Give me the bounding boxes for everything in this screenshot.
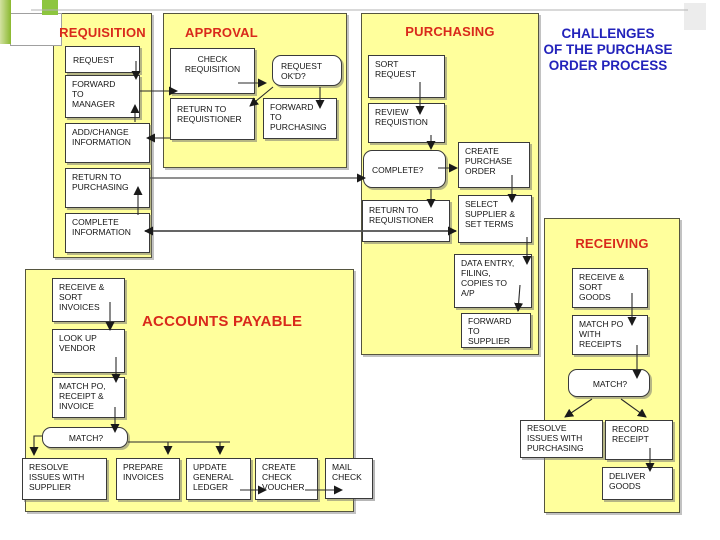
node-look-up-vendor: LOOK UP VENDOR <box>52 329 125 373</box>
slide-title-line2: OF THE PURCHASE <box>543 42 673 57</box>
gray-block-decoration <box>684 3 706 30</box>
white-square-decoration <box>10 13 62 46</box>
node-receive-sort-goods: RECEIVE & SORT GOODS <box>572 268 648 308</box>
node-request: REQUEST <box>65 46 140 73</box>
node-prepare-invoices: PREPARE INVOICES <box>116 458 180 500</box>
node-resolve-issues-with-supplier: RESOLVE ISSUES WITH SUPPLIER <box>22 458 107 500</box>
node-return-to-requistioner-approval: RETURN TO REQUISTIONER <box>170 98 255 140</box>
green-bar-decoration <box>0 0 11 44</box>
node-add-change-information: ADD/CHANGE INFORMATION <box>65 123 150 163</box>
node-data-entry-filing: DATA ENTRY, FILING, COPIES TO A/P <box>454 254 532 308</box>
node-match-decision-receiving: MATCH? <box>568 369 650 397</box>
node-receive-sort-invoices: RECEIVE & SORT INVOICES <box>52 278 125 322</box>
slide-title-line3: ORDER PROCESS <box>548 58 668 73</box>
section-title-accounts-payable: ACCOUNTS PAYABLE <box>142 313 303 330</box>
node-review-requistion: REVIEW REQUISTION <box>368 103 445 143</box>
node-update-general-ledger: UPDATE GENERAL LEDGER <box>186 458 251 500</box>
node-create-purchase-order: CREATE PURCHASE ORDER <box>458 142 530 188</box>
node-match-po-receipt-invoice: MATCH PO, RECEIPT & INVOICE <box>52 377 125 418</box>
node-complete-information: COMPLETE INFORMATION <box>65 213 150 253</box>
slide-title: CHALLENGES OF THE PURCHASE ORDER PROCESS <box>537 26 679 74</box>
section-receiving <box>544 218 680 513</box>
node-check-requisition: CHECK REQUISITION <box>170 48 255 94</box>
node-match-decision-ap: MATCH? <box>42 427 128 448</box>
node-select-supplier-set-terms: SELECT SUPPLIER & SET TERMS <box>458 195 532 243</box>
section-title-approval: APPROVAL <box>185 25 258 40</box>
node-match-po-with-receipts: MATCH PO WITH RECEIPTS <box>572 315 648 355</box>
section-title-purchasing: PURCHASING <box>405 24 495 39</box>
node-deliver-goods: DELIVER GOODS <box>602 467 673 500</box>
green-square-decoration <box>42 0 58 15</box>
node-forward-to-supplier: FORWARD TO SUPPLIER <box>461 313 531 348</box>
section-title-receiving: RECEIVING <box>575 236 649 251</box>
node-return-to-requistioner-purchasing: RETURN TO REQUISTIONER <box>362 200 450 242</box>
node-mail-check: MAIL CHECK <box>325 458 373 499</box>
slide-title-line1: CHALLENGES <box>561 26 655 41</box>
node-return-to-purchasing: RETURN TO PURCHASING <box>65 168 150 208</box>
node-forward-to-manager: FORWARD TO MANAGER <box>65 75 140 118</box>
node-request-okd: REQUEST OK'D? <box>272 55 342 86</box>
node-complete-decision: COMPLETE? <box>363 150 446 188</box>
node-sort-request: SORT REQUEST <box>368 55 445 98</box>
node-resolve-issues-with-purchasing: RESOLVE ISSUES WITH PURCHASING <box>520 420 603 458</box>
section-title-requisition: REQUISITION <box>59 25 146 40</box>
node-create-check-voucher: CREATE CHECK VOUCHER <box>255 458 318 500</box>
node-forward-to-purchasing: FORWARD TO PURCHASING <box>263 98 337 139</box>
node-record-receipt: RECORD RECEIPT <box>605 420 673 460</box>
